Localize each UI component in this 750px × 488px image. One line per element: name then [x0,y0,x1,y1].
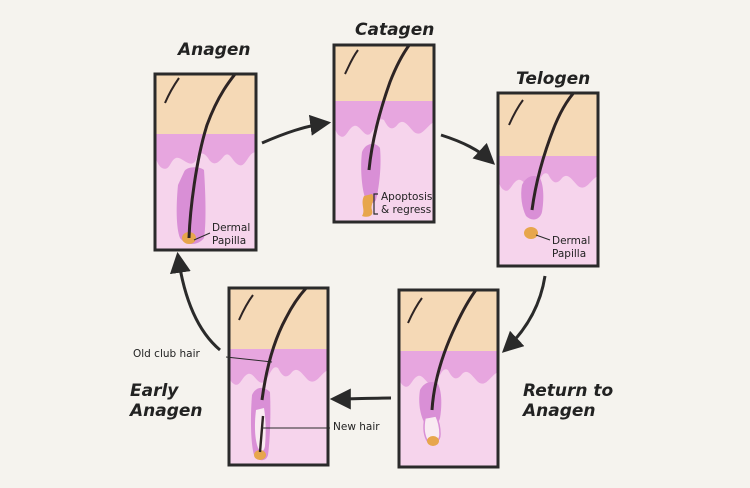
title-early-anagen-line1: Early [130,381,179,401]
label-line: Papilla [552,248,587,260]
label-anagen-papilla: Dermal Papilla [212,222,250,248]
panel-frame [397,288,500,469]
panel-frame [227,286,330,467]
panel-telogen [496,91,600,268]
follicle [419,382,442,426]
dermal-wave [155,134,256,169]
title-anagen: Anagen [178,40,251,60]
panel-catagen [332,43,436,224]
label-old-club-hair: Old club hair [133,348,200,360]
label-line: Papilla [212,235,247,247]
cycle-arrow-icon [169,251,221,352]
epidermis-layer [229,288,328,349]
dermal-wave [229,349,328,385]
label-catagen-apoptosis: Apoptosis & regress [381,191,432,217]
small-hair [407,297,423,324]
panel-frame [496,91,600,268]
label-new-hair: New hair [333,421,380,433]
small-hair [344,49,359,75]
panel-early-anagen [225,286,330,467]
panel-return-to-anagen [397,288,500,469]
small-hair [238,294,254,321]
club-follicle [521,176,544,220]
small-hair [164,77,180,104]
new-hair [258,415,265,453]
dermal-papilla [524,227,538,239]
label-line: & regress [381,204,432,216]
title-telogen: Telogen [516,69,591,89]
dermal-wave [498,156,598,191]
hair-shaft [430,290,478,411]
label-line: Apoptosis [381,191,433,203]
cycle-arrow-icon [440,133,496,165]
regressing-papilla [362,194,374,217]
cycle-arrow-icon [261,114,332,145]
follicle [361,143,381,204]
cycle-arrow-icon [501,275,547,353]
title-return-to-anagen-line2: Anagen [523,401,596,421]
label-telogen-papilla: Dermal Papilla [552,235,590,261]
title-early-anagen-line2: Anagen [130,401,203,421]
old-hair-leader [225,356,273,363]
cycle-arrows [169,114,547,410]
dermal-wave [399,351,498,387]
label-line: Dermal [552,235,591,247]
panel-anagen [153,72,258,252]
dermal-papilla [254,450,266,460]
label-leader [535,234,551,241]
dermal-wave [334,101,434,137]
panel-frame [332,43,436,224]
label-line: Dermal [212,222,251,234]
dermal-papilla [427,436,439,446]
hair-shaft [367,45,412,171]
label-leader [193,232,211,241]
epidermis-layer [155,74,256,134]
panel-frame [153,72,258,252]
small-hair [508,99,524,126]
epidermis-layer [334,45,434,101]
title-return-to-anagen-line1: Return to [523,381,614,401]
title-catagen: Catagen [355,20,435,40]
label-bracket [373,193,378,215]
cycle-arrow-icon [329,388,392,410]
hair-shaft [530,93,576,211]
old-club-hair [260,288,309,401]
hair-shaft [187,74,238,239]
